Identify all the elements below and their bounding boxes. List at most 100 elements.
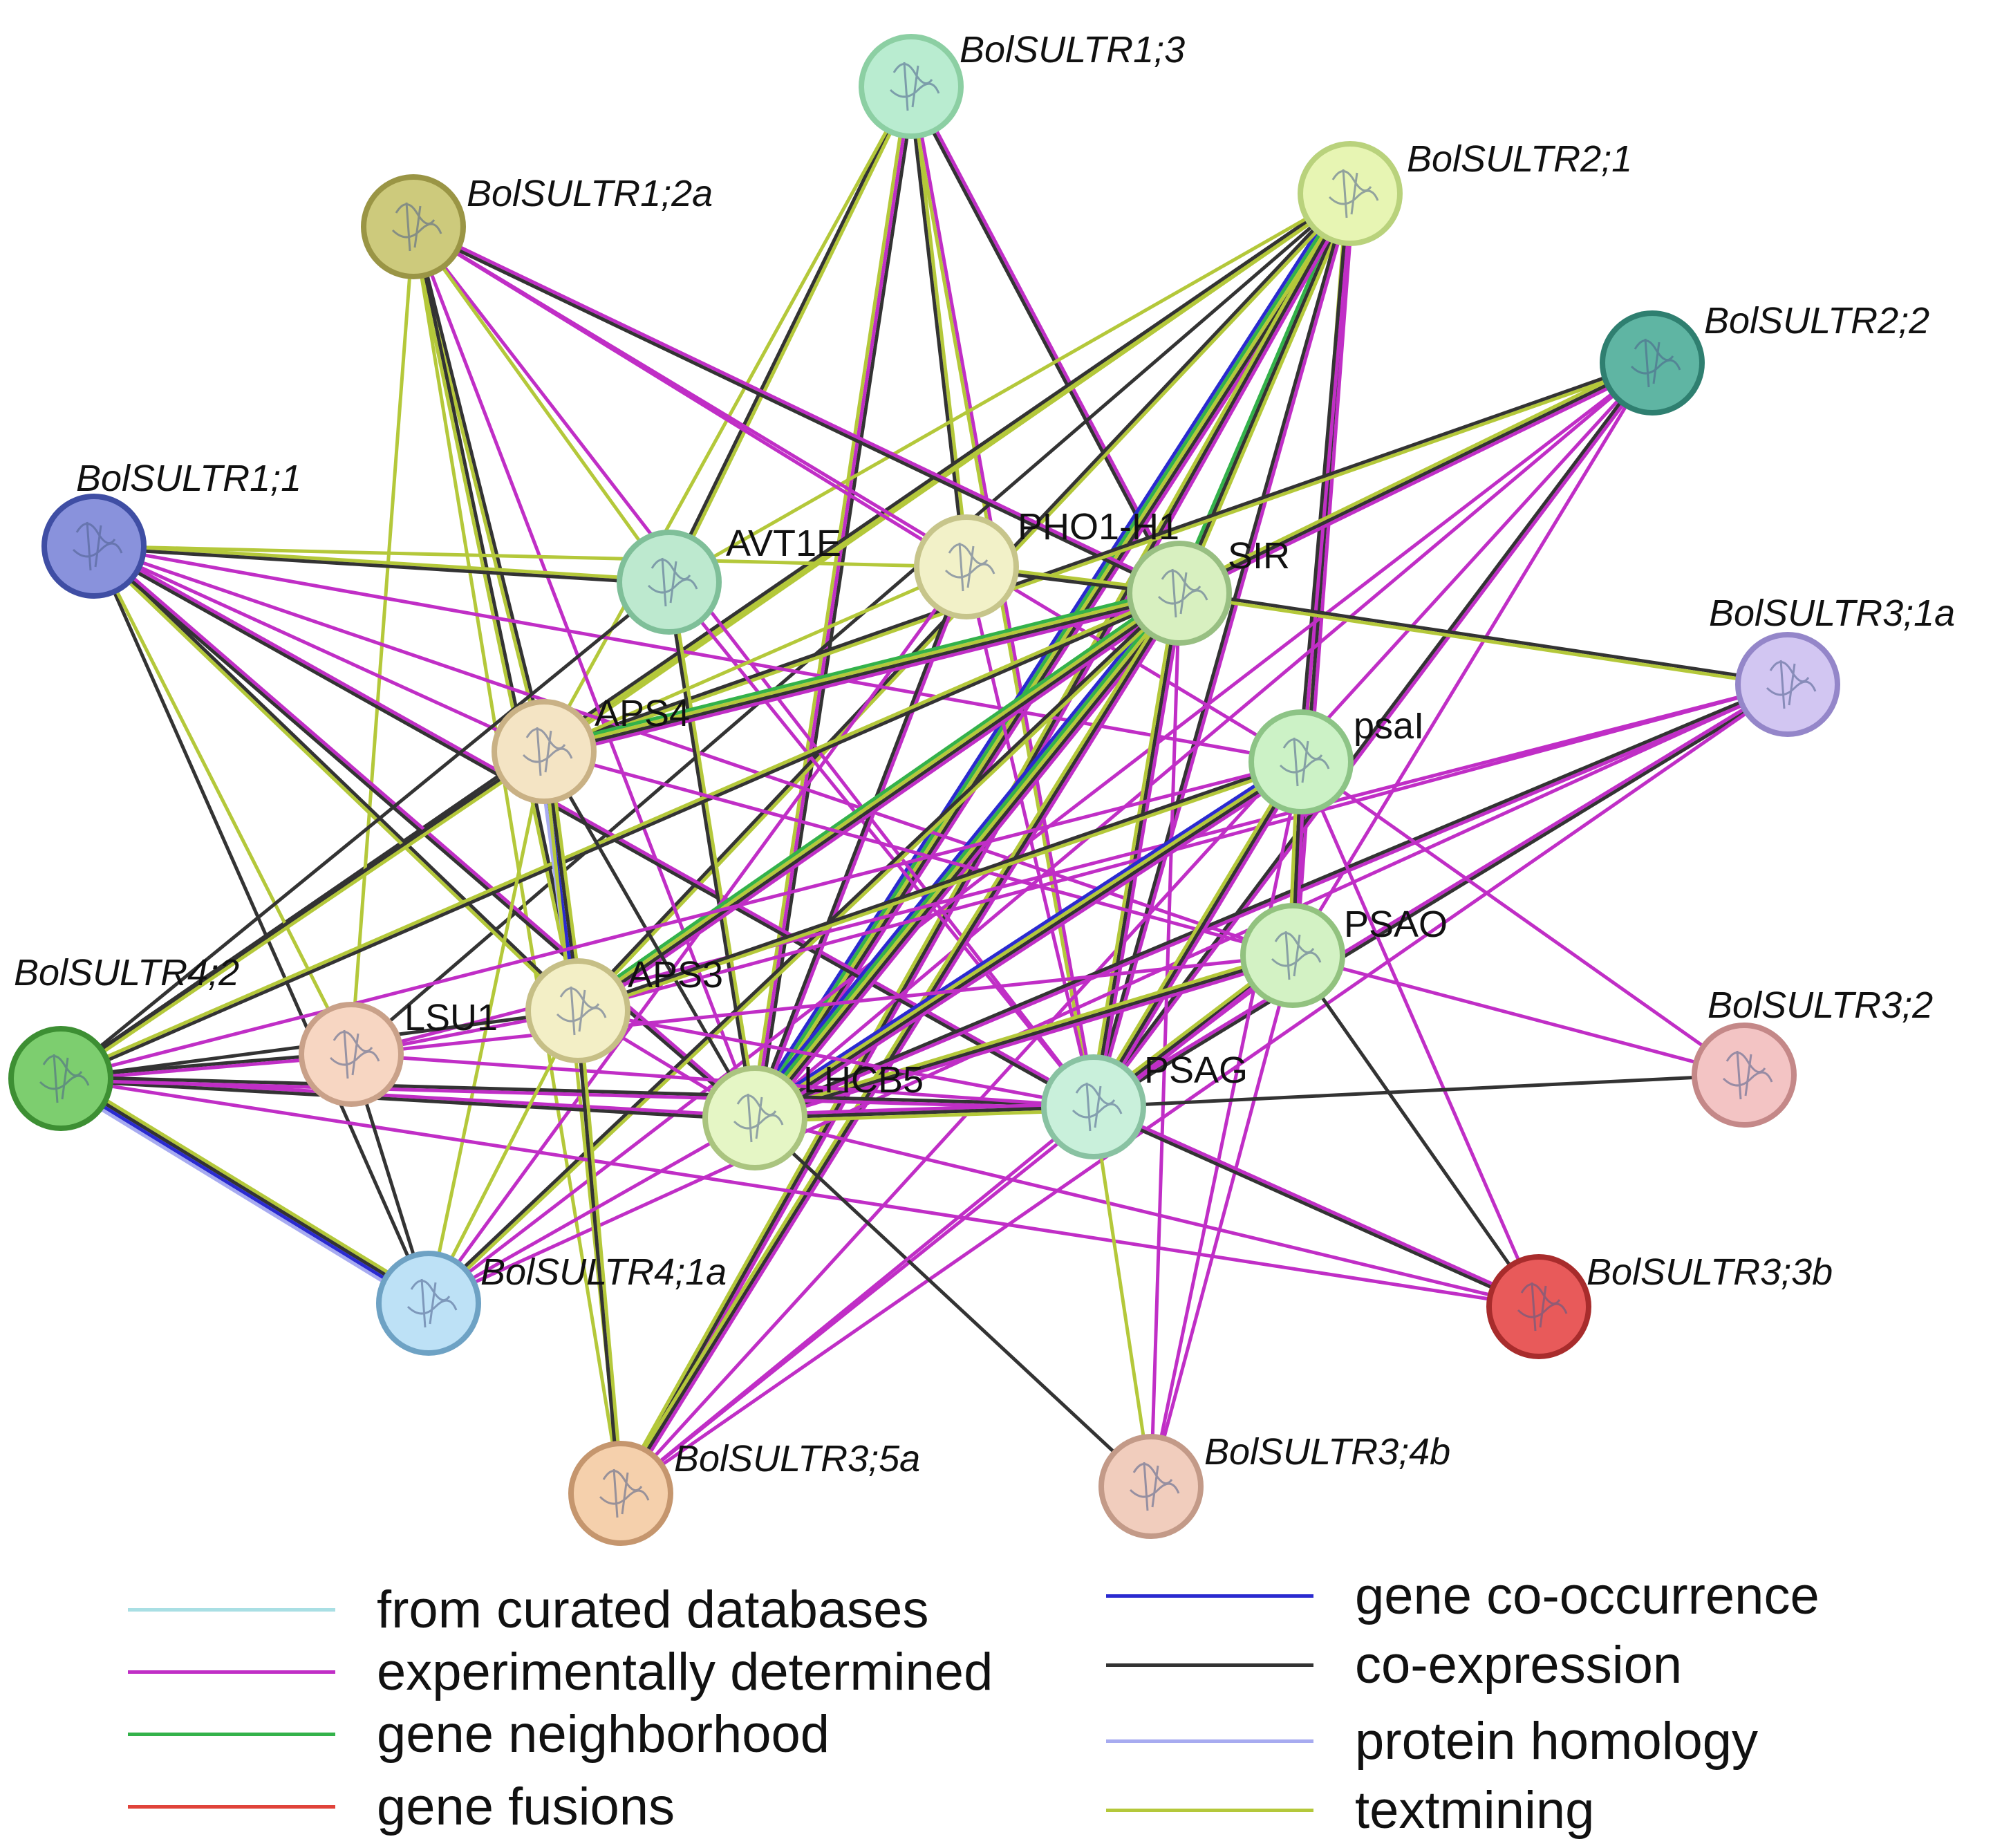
node-lsu1[interactable] — [299, 1002, 404, 1107]
node-bolsultr3-1a[interactable] — [1735, 632, 1840, 737]
node-circle[interactable] — [859, 34, 964, 139]
edge-line — [1090, 192, 1351, 1107]
node-bolsultr4-2[interactable] — [8, 1026, 113, 1131]
node-circle[interactable] — [1486, 1254, 1591, 1359]
node-circle[interactable] — [1041, 1054, 1146, 1159]
edge-line — [1291, 954, 1541, 1308]
edge-aps4-psao — [543, 749, 1293, 958]
edge-line — [1179, 593, 1788, 688]
legend-item-gene-fusions: gene fusions — [128, 1777, 675, 1837]
edge-line — [62, 1072, 433, 1300]
legend-swatch-gene-co-occurrence — [1106, 1594, 1313, 1598]
protein-structure-icon — [522, 727, 573, 776]
node-circle[interactable] — [1248, 709, 1354, 814]
node-circle[interactable] — [702, 1065, 807, 1170]
edge-psai-bolsultr3-2 — [1300, 760, 1746, 1077]
legend-swatch-gene-neighborhood — [128, 1733, 335, 1736]
edge-line — [577, 592, 1181, 1014]
edge-line — [750, 190, 1349, 1117]
node-bolsultr4-1a[interactable] — [376, 1251, 481, 1356]
edge-line — [427, 1009, 580, 1305]
node-circle[interactable] — [1298, 141, 1403, 246]
edge-psai-bolsultr4-2 — [60, 760, 1302, 1081]
legend-label-textmining: textmining — [1355, 1781, 1595, 1840]
node-bolsultr1-2a[interactable] — [361, 174, 466, 279]
edge-line — [93, 543, 581, 1011]
edge-line — [60, 1075, 1094, 1108]
node-lhcb5[interactable] — [702, 1065, 807, 1170]
edge-line — [61, 593, 1181, 1082]
edge-line — [753, 192, 1352, 1119]
node-bolsultr3-3b[interactable] — [1486, 1254, 1591, 1359]
edge-line — [59, 1079, 429, 1307]
edge-aps4-bolsultr4-2 — [59, 748, 546, 1082]
edge-aps4-lhcb5 — [542, 750, 757, 1119]
node-aps3[interactable] — [525, 958, 630, 1063]
edge-line — [59, 581, 671, 1080]
edge-line — [619, 592, 1181, 1495]
node-circle[interactable] — [299, 1002, 404, 1107]
node-circle[interactable] — [914, 514, 1019, 619]
edge-line — [411, 225, 671, 584]
legend-label-gene-co-occurrence: gene co-occurrence — [1355, 1567, 1820, 1625]
node-circle[interactable] — [8, 1026, 113, 1131]
node-bolsultr1-3[interactable] — [859, 34, 964, 139]
legend-item-gene-neighborhood: gene neighborhood — [128, 1704, 830, 1764]
edge-line — [756, 194, 1355, 1121]
protein-structure-icon — [1722, 1050, 1773, 1100]
node-label-bolsultr2-2: BolSULTR2;2 — [1704, 300, 1929, 342]
edge-psao-bolsultr3-4b — [1149, 955, 1295, 1487]
node-circle[interactable] — [525, 958, 630, 1063]
protein-structure-icon — [406, 1278, 458, 1328]
legend-item-curated-databases: from curated databases — [128, 1580, 928, 1640]
node-circle[interactable] — [1735, 632, 1840, 737]
node-bolsultr1-1[interactable] — [41, 494, 147, 599]
edge-aps3-bolsultr4-1a — [427, 1009, 580, 1305]
node-circle[interactable] — [568, 1441, 673, 1546]
node-circle[interactable] — [1127, 541, 1232, 646]
node-circle[interactable] — [376, 1251, 481, 1356]
edge-sir-bolsultr3-1a — [1179, 590, 1788, 688]
node-bolsultr3-5a[interactable] — [568, 1441, 673, 1546]
edge-bolsultr3-1a-psag — [1092, 681, 1790, 1110]
edge-line — [579, 596, 1184, 1017]
node-circle[interactable] — [1240, 903, 1345, 1008]
node-circle[interactable] — [41, 494, 147, 599]
edge-line — [574, 587, 1178, 1008]
node-psai[interactable] — [1248, 709, 1354, 814]
edge-lhcb5-bolsultr3-3b — [754, 1116, 1540, 1309]
node-psag[interactable] — [1041, 1054, 1146, 1159]
node-psao[interactable] — [1240, 903, 1345, 1008]
node-label-bolsultr1-2a: BolSULTR1;2a — [467, 173, 713, 214]
node-bolsultr2-1[interactable] — [1298, 141, 1403, 246]
edge-bolsultr2-1-avt1e — [668, 192, 1351, 584]
node-circle[interactable] — [492, 699, 597, 804]
node-aps4[interactable] — [492, 699, 597, 804]
edge-line — [616, 590, 1178, 1493]
edge-line — [543, 565, 968, 754]
edge-line — [754, 592, 1181, 1119]
edge-line — [1299, 760, 1541, 1308]
node-avt1e[interactable] — [617, 530, 722, 635]
node-circle[interactable] — [617, 530, 722, 635]
edge-line — [666, 581, 755, 1119]
node-circle[interactable] — [1098, 1434, 1204, 1539]
node-circle[interactable] — [1692, 1023, 1797, 1128]
edge-bolsultr2-2-bolsultr3-5a — [619, 362, 1654, 1495]
edge-line — [619, 1105, 1095, 1495]
node-bolsultr3-2[interactable] — [1692, 1023, 1797, 1128]
protein-structure-icon — [1517, 1282, 1568, 1332]
node-pho1-h1[interactable] — [914, 514, 1019, 619]
edge-line — [666, 84, 912, 582]
node-circle[interactable] — [1600, 310, 1705, 416]
node-sir[interactable] — [1127, 541, 1232, 646]
edge-bolsultr1-1-bolsultr4-1a — [92, 545, 431, 1305]
node-bolsultr3-4b[interactable] — [1098, 1434, 1204, 1539]
edge-line — [92, 546, 1094, 1110]
node-bolsultr2-2[interactable] — [1600, 310, 1705, 416]
node-circle[interactable] — [361, 174, 466, 279]
edge-line — [60, 1078, 1094, 1110]
labels-layer: BolSULTR1;3BolSULTR2;1BolSULTR1;2aBolSUL… — [14, 29, 1955, 1480]
edge-bolsultr1-3-avt1e — [666, 84, 915, 584]
edge-psag-bolsultr3-4b — [1092, 1106, 1153, 1487]
